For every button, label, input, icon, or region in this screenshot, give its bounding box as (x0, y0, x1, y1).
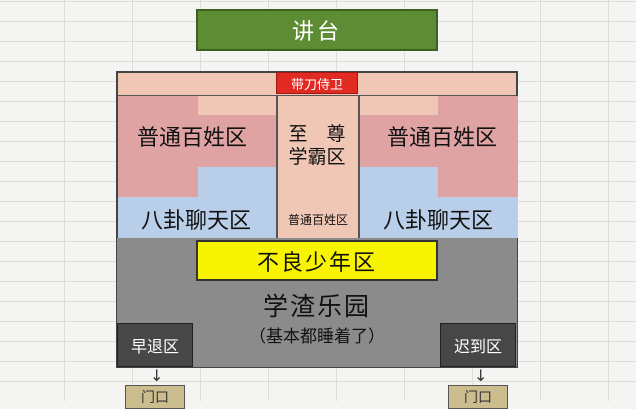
gossip-right-label: 八卦聊天区 (382, 209, 493, 234)
gossip-right-region-a (358, 167, 438, 238)
arrow-down-icon: ↓ (150, 366, 164, 385)
leave-early-block: 早退区 (117, 323, 193, 367)
arrow-down-icon: ↓ (474, 366, 488, 385)
late-label: 迟到区 (453, 337, 502, 356)
right-aisle-line (358, 96, 360, 238)
paradise-note: （基本都睡着了） (249, 326, 385, 347)
podium-label: 讲台 (291, 20, 342, 45)
door-left-label: 门口 (141, 390, 169, 406)
guard-block: 带刀侍卫 (276, 72, 358, 94)
commoner-center-label: 普通百姓区 (287, 212, 348, 227)
commoner-left-label: 普通百姓区 (136, 126, 247, 151)
gossip-left-region-a (198, 167, 278, 238)
left-aisle-line (276, 96, 278, 238)
commoner-right-label: 普通百姓区 (386, 126, 497, 151)
delinquent-block: 不良少年区 (196, 240, 438, 281)
delinquent-label: 不良少年区 (256, 250, 377, 276)
paradise-title: 学渣乐园 (262, 292, 371, 321)
guard-label: 带刀侍卫 (290, 77, 343, 93)
leave-early-label: 早退区 (130, 337, 179, 356)
door-left: 门口 (125, 385, 185, 409)
commoner-right-region-b (358, 115, 438, 167)
podium-block: 讲台 (196, 9, 438, 51)
classroom-area (116, 71, 518, 368)
gossip-right-region-b (438, 197, 518, 238)
gossip-left-region-b (118, 197, 198, 238)
door-right: 门口 (448, 385, 508, 409)
late-block: 迟到区 (440, 323, 516, 367)
door-right-label: 门口 (464, 390, 492, 406)
gossip-left-label: 八卦聊天区 (140, 209, 251, 234)
commoner-left-region-b (198, 115, 278, 167)
supreme-label-top: 至 尊 (288, 122, 346, 145)
front-row-line (118, 95, 516, 96)
supreme-label-bottom: 学霸区 (288, 145, 346, 168)
